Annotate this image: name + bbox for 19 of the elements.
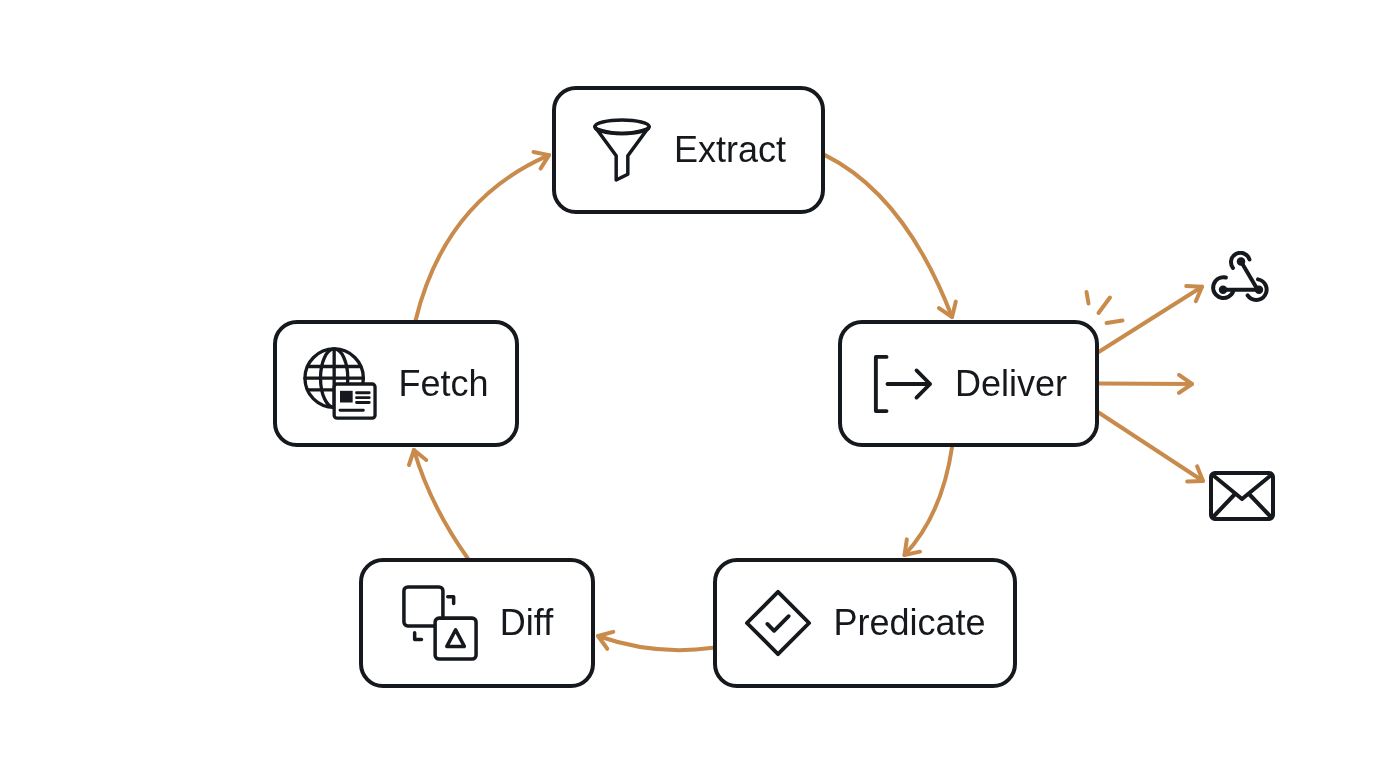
step-label: Fetch xyxy=(398,362,489,405)
step-label: Extract xyxy=(674,129,786,171)
step-label: Predicate xyxy=(833,602,986,644)
arrow xyxy=(902,445,955,557)
arrow xyxy=(1097,372,1194,395)
process-box xyxy=(838,320,1099,447)
step-label: Deliver xyxy=(955,362,1067,405)
arrow xyxy=(1097,410,1205,484)
process-box xyxy=(359,558,595,688)
arrow xyxy=(413,150,551,322)
process-box xyxy=(713,558,1017,688)
arrow xyxy=(596,629,715,653)
step-label: Diff xyxy=(499,602,554,644)
arrow xyxy=(407,448,470,560)
arrow xyxy=(1097,284,1204,354)
envelope-icon xyxy=(1209,471,1275,521)
process-box xyxy=(273,320,519,447)
process-box xyxy=(552,86,825,214)
arrow xyxy=(823,153,958,319)
